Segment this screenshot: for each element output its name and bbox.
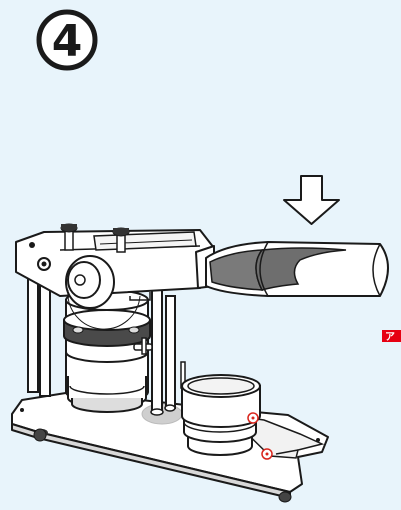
press-handle	[195, 241, 389, 297]
step-number-badge: 4	[36, 9, 98, 71]
adjustment-screws	[60, 223, 130, 253]
step-number-text: 4	[52, 16, 83, 67]
lower-die	[181, 374, 261, 456]
upper-die-stack	[63, 289, 153, 413]
down-arrow-icon	[283, 175, 340, 225]
pivot-knob	[65, 255, 141, 330]
support-posts	[27, 261, 186, 416]
cut-label: ア	[382, 330, 401, 343]
cut-label-text: ア	[385, 331, 395, 343]
